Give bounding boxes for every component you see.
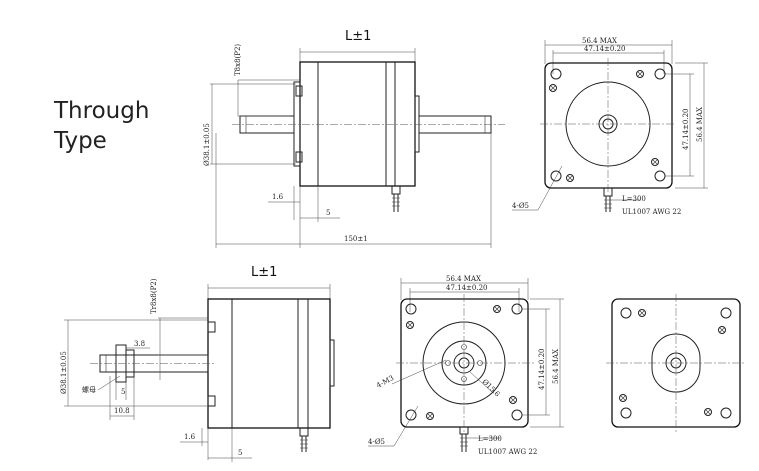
title-line-2: Type	[54, 128, 107, 154]
bottom-holes-label: 4-Ø5	[368, 438, 385, 446]
top-lead-length: L=300	[622, 195, 646, 203]
bottom-wire-spec: UL1007 AWG 22	[478, 448, 537, 456]
top-tap-label: T8x8(P2)	[234, 44, 242, 76]
bottom-diameter-label: Ø38.1±0.05	[60, 351, 68, 394]
bottom-height-max: 56.4 MAX	[552, 349, 560, 384]
title-line-1: Through	[54, 98, 150, 124]
top-height-spacing: 47.14±0.20	[682, 109, 690, 151]
top-wire-spec: UL1007 AWG 22	[622, 208, 681, 216]
bottom-dim-10-8: 10.8	[114, 407, 130, 415]
bottom-rear-view	[606, 294, 746, 432]
bottom-height-spacing: 47.14±0.20	[538, 349, 546, 391]
top-total-length: 150±1	[344, 235, 368, 243]
bottom-nut-pcd: Ø15.6	[481, 378, 502, 399]
bottom-hole-spacing: 47.14±0.20	[446, 284, 488, 292]
bottom-lead-length: L=300	[478, 435, 502, 443]
top-dim-5: 5	[326, 209, 330, 217]
top-front-view: 56.4 MAX 47.14±0.20 47.14±0.20 56	[512, 37, 708, 216]
bottom-side-view: L±1 Tr8x8(P2) Ø38.1±0.05 3.8	[60, 265, 335, 462]
bottom-nut-holes: 4-M3	[375, 374, 395, 390]
bottom-dim-5: 5	[121, 388, 125, 396]
bottom-dim-3-8: 3.8	[134, 340, 145, 348]
top-width-max: 56.4 MAX	[582, 37, 617, 45]
top-hole-spacing: 47.14±0.20	[584, 45, 626, 53]
bottom-width-max: 56.4 MAX	[446, 275, 481, 283]
drawing-title: Through Type	[54, 96, 149, 156]
bottom-dim-5b: 5	[238, 449, 242, 457]
bottom-tap-label: Tr8x8(P2)	[150, 278, 158, 314]
top-diameter-label: Ø38.1±0.05	[203, 123, 211, 166]
bottom-length-label: L±1	[251, 265, 277, 280]
bottom-front-view: 56.4 MAX 47.14±0.20 47.14±0	[368, 275, 564, 456]
top-dim-1-6: 1.6	[272, 193, 284, 201]
top-holes-label: 4-Ø5	[512, 202, 529, 210]
top-height-max: 56.4 MAX	[696, 107, 704, 142]
top-length-label: L±1	[345, 29, 371, 44]
bottom-dim-1-6: 1.6	[184, 433, 196, 441]
top-side-view: L±1 T8x8(P2) Ø38.1±0.05 1.6	[203, 29, 505, 248]
bottom-nut-label: 螺母	[82, 385, 96, 394]
